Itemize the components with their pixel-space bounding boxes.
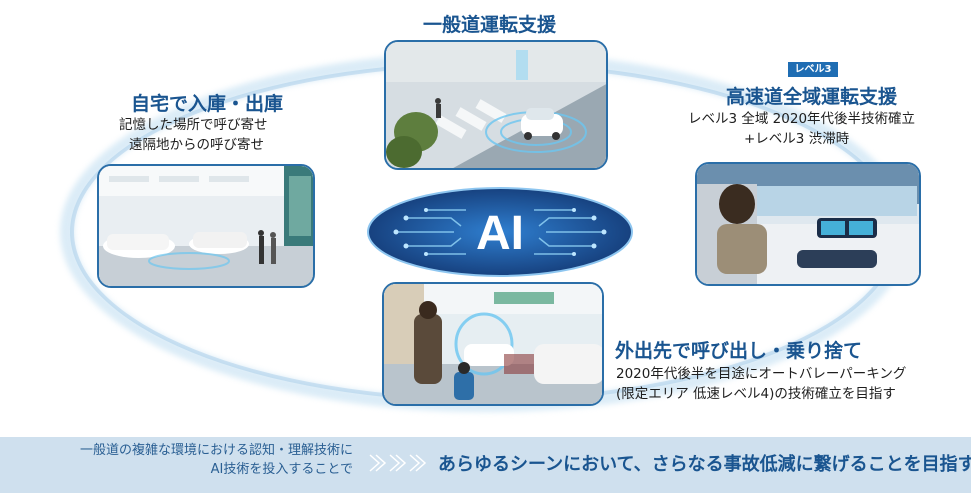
- right-line-1: レベル3 全域 2020年代後半技術確立: [688, 111, 916, 127]
- level-badge: レベル3: [788, 62, 838, 77]
- right-title: 高速道全域運転支援: [726, 86, 898, 108]
- footer-message: あらゆるシーンにおいて、さらなる事故低減に繋げることを目指す: [438, 454, 971, 475]
- right-line-2: +レベル3 渋滞時: [744, 131, 850, 147]
- road-assist-image: [384, 40, 608, 170]
- footer-left-line-1: 一般道の複雑な環境における認知・理解技術に: [79, 443, 353, 458]
- bottom-line-1: 2020年代後半を目途にオートバレーパーキング: [616, 366, 907, 382]
- footer-bar: [0, 437, 971, 493]
- ai-emblem: AI: [366, 186, 634, 278]
- left-line-1: 記憶した場所で呼び寄せ: [119, 117, 268, 133]
- footer-left-text: 一般道の複雑な環境における認知・理解技術に AI技術を投入することで: [80, 441, 353, 479]
- bottom-line-2: (限定エリア 低速レベル4)の技術確立を目指す: [616, 386, 896, 402]
- garage-image: [97, 164, 315, 288]
- chevrons-icon: [368, 452, 430, 478]
- expressway-image: [695, 162, 921, 286]
- top-title: 一般道運転支援: [423, 14, 557, 36]
- bottom-title: 外出先で呼び出し・乗り捨て: [615, 340, 863, 362]
- left-title: 自宅で入庫・出庫: [131, 93, 284, 115]
- left-line-2: 遠隔地からの呼び寄せ: [129, 137, 264, 153]
- valet-parking-image: [382, 282, 604, 406]
- ai-label: AI: [476, 207, 524, 260]
- footer-left-line-2: AI技術を投入することで: [210, 462, 353, 477]
